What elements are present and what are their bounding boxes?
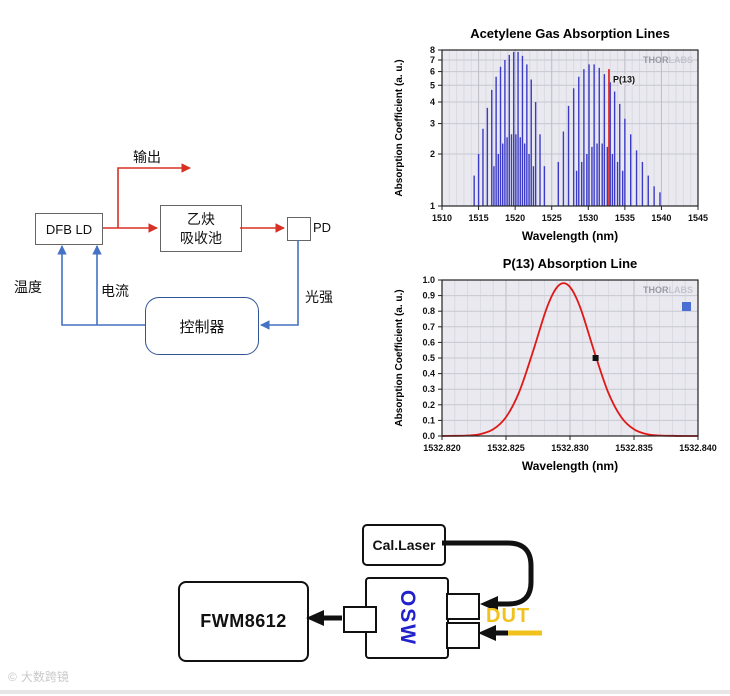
x-axis-label: Wavelength (nm) [522, 229, 618, 243]
legend-marker [682, 302, 691, 311]
svg-text:1520: 1520 [505, 213, 525, 223]
svg-text:1540: 1540 [651, 213, 671, 223]
bottom-strip [0, 690, 730, 694]
osw-port-left [343, 606, 377, 633]
svg-text:0.3: 0.3 [422, 384, 435, 394]
chart-acetylene-absorption-lines: P(13) 1510 1515 1520 1525 1530 1535 1540 1545 1 2 3… [390, 24, 724, 252]
pd-box [287, 217, 311, 241]
acetylene-cell-line2: 吸收池 [180, 229, 222, 246]
svg-text:0.4: 0.4 [422, 369, 435, 379]
svg-text:0.7: 0.7 [422, 322, 435, 332]
svg-text:0.9: 0.9 [422, 291, 435, 301]
output-label: 输出 [133, 149, 161, 165]
svg-text:2: 2 [430, 149, 435, 159]
current-label: 电流 [101, 283, 129, 299]
intensity-label: 光强 [305, 289, 333, 305]
svg-text:1532.825: 1532.825 [487, 443, 525, 453]
svg-text:1532.830: 1532.830 [551, 443, 589, 453]
svg-text:1535: 1535 [615, 213, 635, 223]
data-point-marker [592, 355, 599, 361]
chart-title: P(13) Absorption Line [503, 256, 638, 271]
dfb-ld-box: DFB LD [35, 213, 103, 245]
acetylene-cell-box: 乙炔 吸收池 [160, 205, 242, 252]
pd-label: PD [313, 220, 332, 235]
osw-label: OSW [395, 589, 419, 647]
y-axis-label: Absorption Coefficient (a. u.) [394, 289, 405, 426]
dut-label: DUT [486, 605, 531, 627]
thorlabs-watermark: THORLABS [643, 55, 693, 65]
svg-text:0.8: 0.8 [422, 306, 435, 316]
absorption-curve [441, 282, 699, 437]
acetylene-cell-line1: 乙炔 [187, 211, 215, 228]
osw-port-bottom-right [446, 622, 480, 649]
svg-text:0.6: 0.6 [422, 337, 435, 347]
chart-p13-absorption-line: 1532.820 1532.825 1532.830 1532.835 1532.840… [390, 254, 724, 482]
copyright-icon: © [8, 669, 17, 684]
svg-text:3: 3 [430, 119, 435, 129]
svg-text:1532.835: 1532.835 [615, 443, 653, 453]
svg-text:0.2: 0.2 [422, 400, 435, 410]
arrow-pd-to-controller [260, 240, 299, 330]
svg-text:1532.840: 1532.840 [679, 443, 717, 453]
osw-port-top-right [446, 593, 480, 620]
y-axis-label: Absorption Coefficient (a. u.) [394, 59, 405, 196]
x-axis-label: Wavelength (nm) [522, 459, 618, 473]
svg-text:6: 6 [430, 67, 435, 77]
svg-text:8: 8 [430, 45, 435, 55]
osw-box: OSW [365, 577, 449, 659]
temperature-label: 温度 [14, 279, 42, 295]
controller-box: 控制器 [145, 297, 259, 355]
svg-text:0.0: 0.0 [422, 431, 435, 441]
svg-text:5: 5 [430, 80, 435, 90]
svg-text:1.0: 1.0 [422, 275, 435, 285]
svg-text:1532.820: 1532.820 [423, 443, 461, 453]
p13-annotation: P(13) [613, 74, 635, 84]
svg-text:1525: 1525 [542, 213, 562, 223]
svg-text:7: 7 [430, 55, 435, 65]
svg-text:4: 4 [430, 97, 435, 107]
svg-text:1530: 1530 [578, 213, 598, 223]
thorlabs-watermark: THORLABS [643, 285, 693, 295]
svg-text:1515: 1515 [469, 213, 489, 223]
watermark-text: 大数跨镜 [20, 670, 69, 684]
svg-text:0.5: 0.5 [422, 353, 435, 363]
chart-title: Acetylene Gas Absorption Lines [470, 26, 670, 41]
svg-text:1: 1 [430, 201, 435, 211]
absorption-stems [473, 51, 661, 206]
svg-text:0.1: 0.1 [422, 415, 435, 425]
cal-laser-box: Cal.Laser [362, 524, 446, 566]
plot-area [442, 50, 698, 206]
watermark: © 大数跨镜 [8, 668, 69, 685]
fwm8612-box: FWM8612 [178, 581, 309, 662]
svg-text:1545: 1545 [688, 213, 708, 223]
svg-text:1510: 1510 [432, 213, 452, 223]
